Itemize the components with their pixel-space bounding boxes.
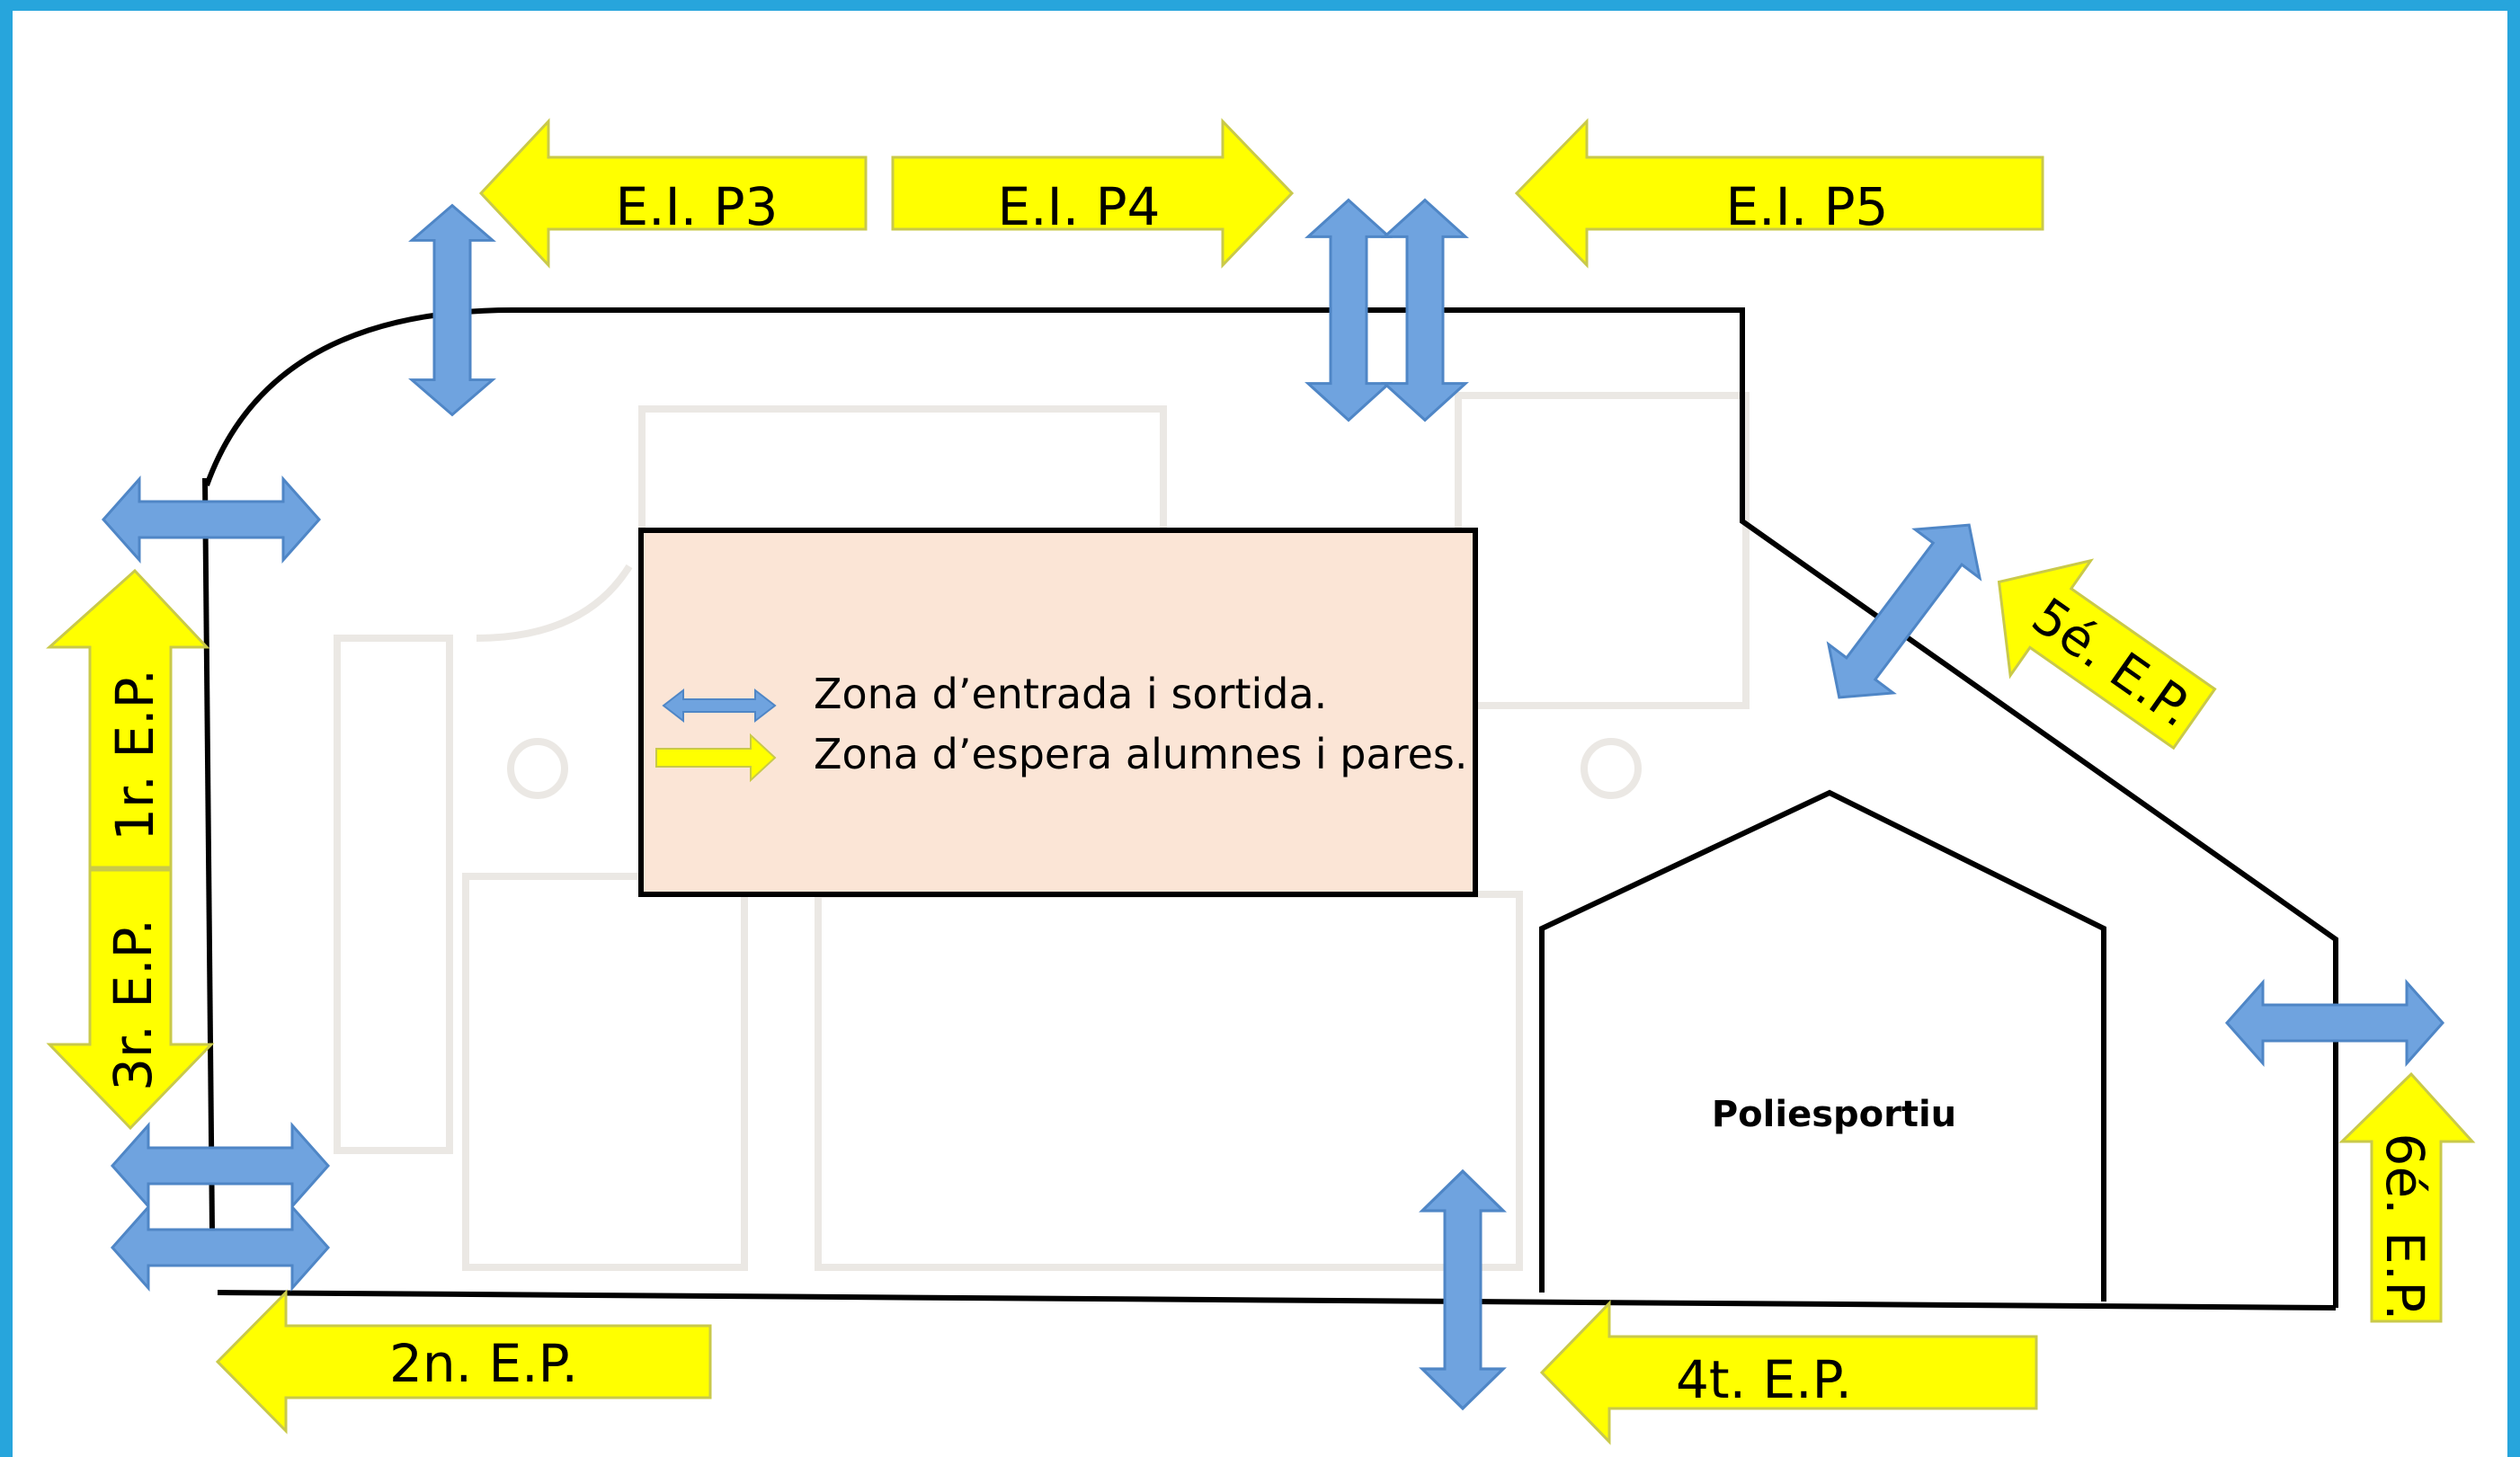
arrow-ep2: 2n. E.P. bbox=[215, 1289, 712, 1435]
label-p3: E.I. P3 bbox=[616, 176, 779, 237]
label-ep1: 1r. E.P. bbox=[104, 669, 165, 841]
label-ep3: 3r. E.P. bbox=[102, 919, 164, 1091]
label-p5: E.I. P5 bbox=[1726, 176, 1889, 237]
legend-box: Zona d’entrada i sortida. Zona d’espera … bbox=[638, 528, 1478, 897]
arrow-p4: E.I. P4 bbox=[891, 118, 1295, 269]
arrow-ep3: 3r. E.P. bbox=[46, 868, 215, 1131]
arrow-ep4: 4t. E.P. bbox=[1539, 1300, 2038, 1445]
perimeter-fence bbox=[202, 307, 2338, 1310]
arrow-ep1: 1r. E.P. bbox=[46, 568, 210, 869]
inner-building-outlines bbox=[334, 392, 1750, 1271]
label-ep6: 6é. E.P. bbox=[2374, 1133, 2435, 1321]
legend-waiting: Zona d’espera alumnes i pares. bbox=[814, 730, 1468, 778]
label-ep4: 4t. E.P. bbox=[1676, 1349, 1852, 1410]
poliesportiu-building: Poliesportiu bbox=[1539, 789, 2106, 1302]
arrow-ep5: 5é. E.P. bbox=[1997, 558, 2217, 751]
legend-yellow-arrow-icon bbox=[655, 733, 777, 783]
legend-blue-arrow-icon bbox=[662, 688, 777, 724]
arrow-p5: E.I. P5 bbox=[1514, 118, 2044, 269]
label-ep2: 2n. E.P. bbox=[389, 1333, 578, 1394]
poliesportiu-label: Poliesportiu bbox=[1712, 1094, 1956, 1135]
arrow-ep6: 6é. E.P. bbox=[2338, 1071, 2476, 1323]
legend-entry-exit: Zona d’entrada i sortida. bbox=[814, 670, 1327, 718]
label-p4: E.I. P4 bbox=[998, 176, 1161, 237]
arrow-p3: E.I. P3 bbox=[478, 118, 868, 269]
